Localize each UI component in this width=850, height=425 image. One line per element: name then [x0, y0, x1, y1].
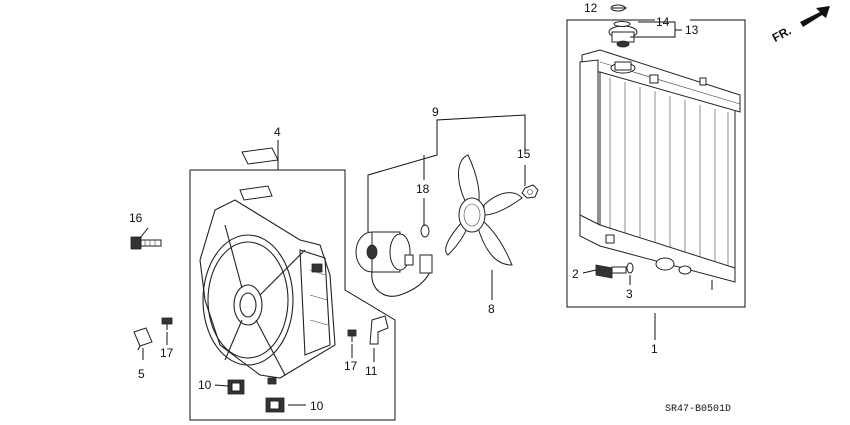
callout-1: 1: [651, 342, 658, 356]
callout-11: 11: [365, 364, 378, 378]
callout-17b: 17: [344, 359, 358, 373]
washer-18: [420, 224, 430, 238]
callout-16: 16: [129, 211, 143, 225]
callout-15: 15: [517, 147, 531, 161]
drain-plug: [595, 264, 627, 279]
cooling-fan: [445, 154, 523, 266]
callout-10b: 10: [310, 399, 324, 413]
callout-numbers: 1 2 3 4 5 8 9 10 10 11 12 13 14 15 16 17…: [129, 1, 699, 413]
bracket: [369, 315, 389, 345]
leader-lines: [139, 7, 682, 406]
diagram-code: SR47-B0501D: [665, 404, 731, 415]
nut: [521, 184, 539, 199]
radiator: [579, 49, 741, 290]
screw-17a: [161, 317, 173, 330]
callout-8: 8: [488, 302, 495, 316]
callout-3: 3: [626, 287, 633, 301]
bolt: [130, 236, 162, 250]
cap-seal: [613, 21, 631, 27]
callout-5: 5: [138, 367, 145, 381]
radiator-cap: [608, 25, 638, 48]
callout-4: 4: [274, 125, 281, 139]
direction-label: FR.: [770, 23, 794, 44]
grommet-a: [227, 379, 245, 395]
fan-shroud: [199, 199, 336, 385]
callout-18: 18: [416, 182, 430, 196]
callout-12: 12: [584, 1, 598, 15]
callout-9: 9: [432, 105, 439, 119]
callout-17a: 17: [160, 346, 174, 360]
callout-13: 13: [685, 23, 699, 37]
callout-14: 14: [656, 15, 670, 29]
fan-shroud-group-box: [189, 169, 396, 421]
washer: [626, 262, 634, 274]
front-direction-arrow: FR.: [770, 6, 830, 45]
callout-2: 2: [572, 267, 579, 281]
fan-motor: [355, 231, 433, 297]
screw-17b: [347, 329, 357, 342]
callout-10a: 10: [198, 378, 212, 392]
grommet-b: [265, 397, 285, 413]
radiator-group-box: [566, 19, 746, 308]
shroud-tape: [239, 147, 279, 201]
clip: [133, 327, 153, 351]
